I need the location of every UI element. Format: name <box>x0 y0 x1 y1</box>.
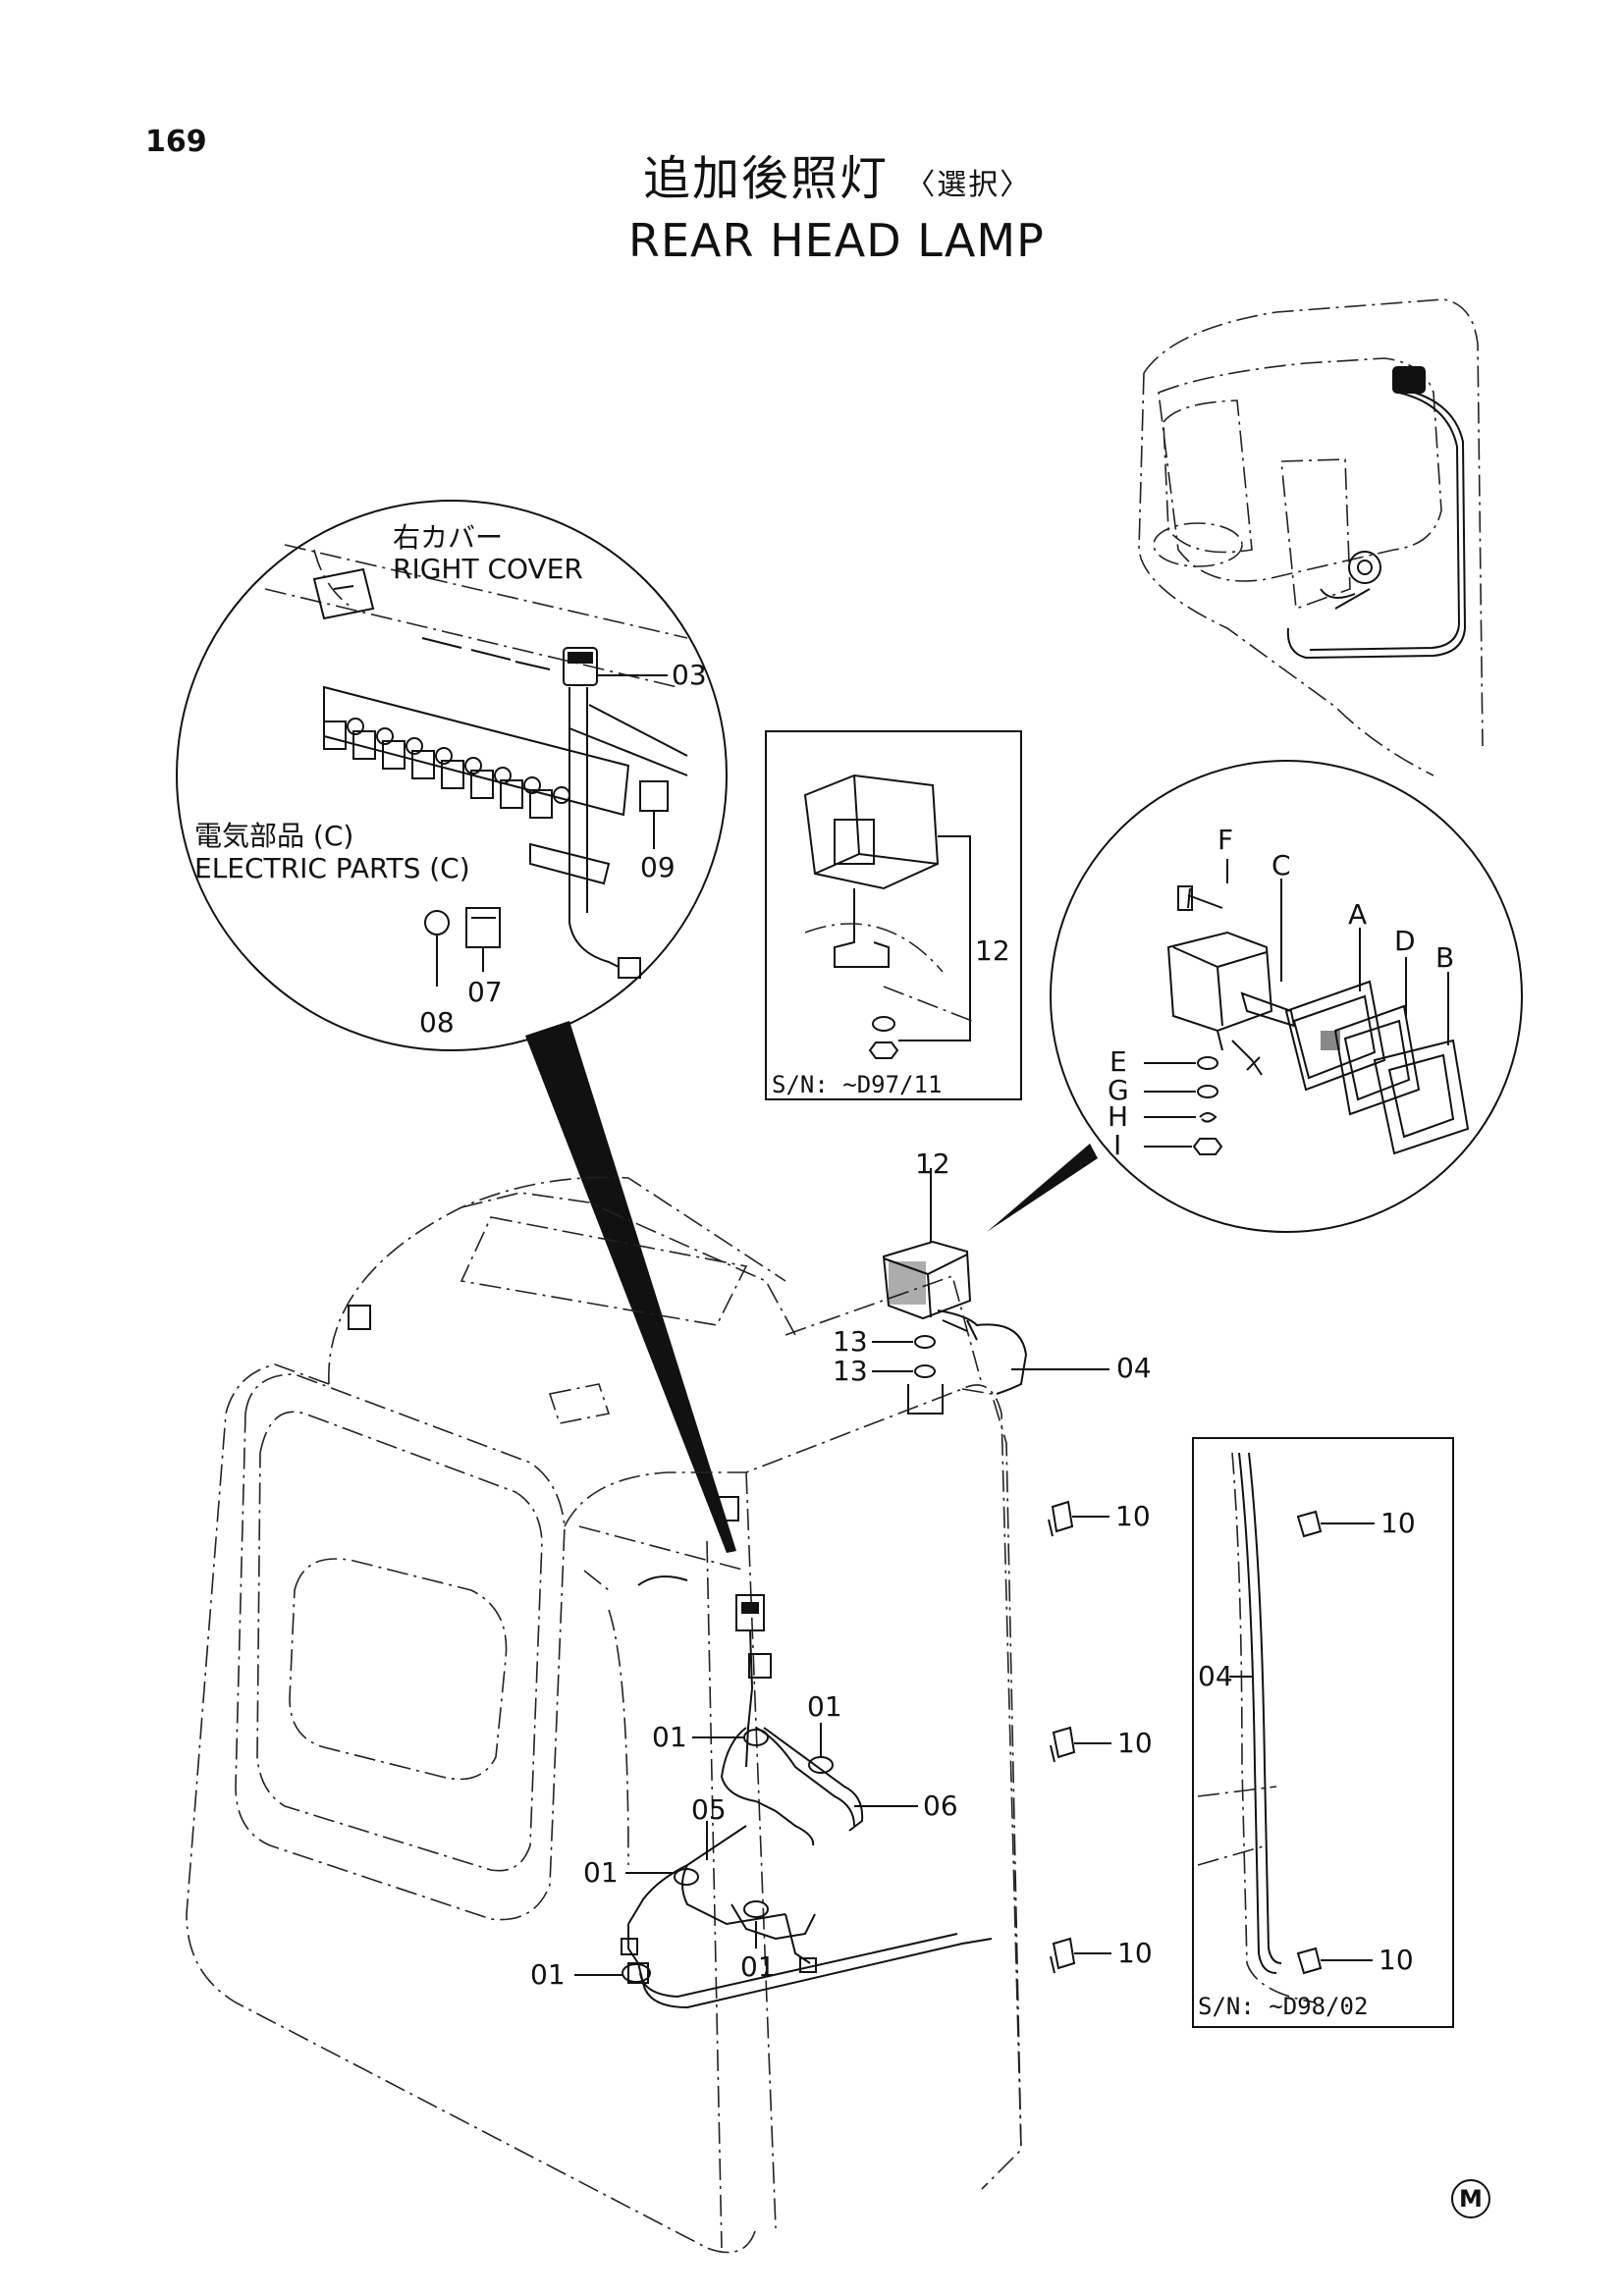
callout-07: 07 <box>467 976 503 1008</box>
connector-03 <box>563 647 598 686</box>
callout-12-inset: 12 <box>975 934 1010 967</box>
callout-03: 03 <box>672 659 707 691</box>
corner-m-mark: M <box>1451 2179 1490 2218</box>
callout-e: E <box>1109 1045 1127 1078</box>
relay-07 <box>465 907 501 948</box>
serial-note-lamp: S/N: ~D97/11 <box>772 1071 943 1098</box>
callout-10-b: 10 <box>1117 1727 1153 1759</box>
callout-08: 08 <box>419 1006 455 1039</box>
callout-01-c: 01 <box>583 1856 619 1889</box>
callout-04-inset: 04 <box>1198 1660 1233 1692</box>
main-cab-illustration <box>186 1176 1022 2254</box>
callout-09: 09 <box>640 851 676 883</box>
title-japanese: 追加後照灯 〈選択〉 <box>643 151 1032 206</box>
callout-d: D <box>1394 925 1416 957</box>
callout-01-a: 01 <box>652 1721 687 1753</box>
lamp-exploded-detail-circle <box>1050 760 1523 1233</box>
right-cover-label-jp: 右カバー <box>393 521 504 554</box>
callout-b: B <box>1435 941 1455 974</box>
callout-10-a: 10 <box>1115 1500 1151 1532</box>
right-cover-detail-circle <box>176 500 728 1051</box>
lamp-pointer-wedge <box>987 1144 1098 1232</box>
callout-13-upper: 13 <box>833 1325 868 1358</box>
bolt-08 <box>424 910 450 935</box>
callout-i: I <box>1113 1129 1122 1161</box>
label-09 <box>639 780 669 812</box>
harness-clips <box>1048 1500 1111 1974</box>
callout-05: 05 <box>691 1793 727 1826</box>
cab-overview-illustration <box>1138 298 1484 776</box>
electric-parts-label-jp: 電気部品 (C) <box>194 820 354 852</box>
callout-13-lower: 13 <box>833 1355 868 1387</box>
rear-lamp-assembly <box>872 1168 1109 1415</box>
title-english: REAR HEAD LAMP <box>628 214 1045 267</box>
page-number: 169 <box>145 125 207 159</box>
callout-04-main: 04 <box>1116 1352 1152 1384</box>
callout-h: H <box>1108 1100 1129 1133</box>
title-japanese-sub: 〈選択〉 <box>905 168 1032 202</box>
lamp-location-marker <box>1392 366 1426 394</box>
serial-note-harness: S/N: ~D98/02 <box>1198 1993 1369 2020</box>
callout-10-inset-upper: 10 <box>1380 1507 1416 1539</box>
callout-10-c: 10 <box>1117 1937 1153 1969</box>
callout-01-d: 01 <box>740 1950 776 1983</box>
callout-g: G <box>1108 1074 1129 1106</box>
callout-12-main: 12 <box>915 1148 950 1180</box>
callout-10-inset-lower: 10 <box>1379 1944 1414 1976</box>
relay-row <box>323 718 570 819</box>
wiring-harness <box>574 1594 993 2009</box>
harness-inset-box <box>1192 1437 1454 2028</box>
right-cover-label-en: RIGHT COVER <box>393 553 583 585</box>
callout-f: F <box>1217 824 1234 856</box>
detail-pointer-wedge <box>525 1021 736 1553</box>
callout-c: C <box>1271 849 1291 881</box>
callout-01-e: 01 <box>530 1958 566 1991</box>
callout-06: 06 <box>923 1789 958 1822</box>
callout-01-b: 01 <box>807 1690 842 1723</box>
lamp-inset-box <box>765 730 1022 1100</box>
callout-a: A <box>1348 898 1368 931</box>
electric-parts-label-en: ELECTRIC PARTS (C) <box>194 852 470 884</box>
